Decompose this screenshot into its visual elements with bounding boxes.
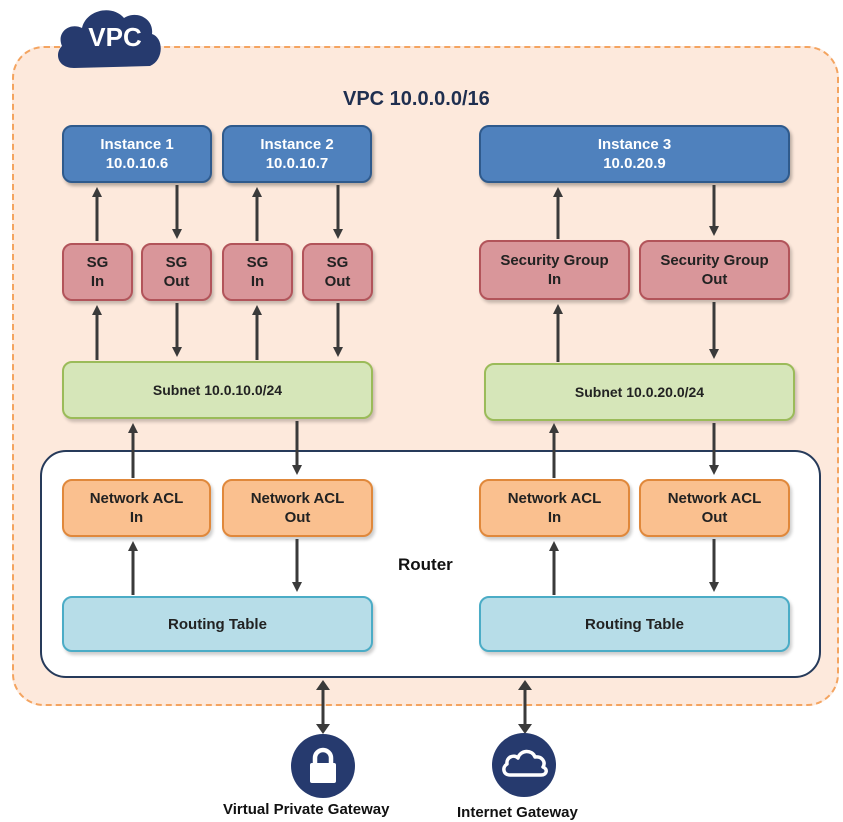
- acl-line2: Out: [284, 509, 311, 526]
- acl-line1: Network ACL: [507, 490, 602, 507]
- acl-line1: Network ACL: [89, 490, 184, 507]
- security-group-box: Security Group In: [479, 240, 630, 300]
- sg-line2: In: [90, 273, 105, 290]
- vpc-title: VPC 10.0.0.0/16: [343, 88, 490, 110]
- subnet-label: Subnet 10.0.20.0/24: [574, 383, 705, 400]
- security-group-box: SG Out: [302, 243, 373, 301]
- sg-line1: SG: [165, 254, 188, 271]
- instance-box: Instance 3 10.0.20.9: [479, 125, 790, 183]
- sg-line1: SG: [86, 254, 109, 271]
- instance-box: Instance 1 10.0.10.6: [62, 125, 212, 183]
- instance-box: Instance 2 10.0.10.7: [222, 125, 372, 183]
- network-acl-box: Network ACL Out: [222, 479, 373, 537]
- network-acl-box: Network ACL In: [62, 479, 211, 537]
- instance-ip: 10.0.20.9: [603, 155, 666, 172]
- security-group-box: SG In: [62, 243, 133, 301]
- network-acl-box: Network ACL In: [479, 479, 630, 537]
- gateway-label: Internet Gateway: [457, 804, 578, 821]
- sg-line1: Security Group: [500, 252, 609, 269]
- security-group-box: SG Out: [141, 243, 212, 301]
- acl-line2: In: [129, 509, 144, 526]
- sg-line1: SG: [326, 254, 349, 271]
- security-group-box: Security Group Out: [639, 240, 790, 300]
- instance-name: Instance 3: [597, 136, 672, 153]
- routing-table-box: Routing Table: [479, 596, 790, 652]
- instance-ip: 10.0.10.6: [105, 155, 169, 172]
- acl-line1: Network ACL: [667, 490, 762, 507]
- subnet-box: Subnet 10.0.20.0/24: [484, 363, 795, 421]
- vpc-badge-label: VPC: [88, 22, 142, 52]
- acl-line2: In: [547, 509, 562, 526]
- instance-name: Instance 1: [100, 136, 174, 153]
- network-acl-box: Network ACL Out: [639, 479, 790, 537]
- instance-ip: 10.0.10.7: [265, 155, 329, 172]
- acl-line2: Out: [701, 509, 728, 526]
- lock-icon: [291, 734, 355, 798]
- sg-line1: Security Group: [660, 252, 769, 269]
- acl-line1: Network ACL: [250, 490, 345, 507]
- routing-table-box: Routing Table: [62, 596, 373, 652]
- instance-name: Instance 2: [260, 136, 334, 153]
- vpc-cloud-icon: [58, 10, 161, 68]
- sg-line2: In: [250, 273, 265, 290]
- sg-line2: In: [547, 271, 562, 288]
- sg-line2: Out: [163, 273, 190, 290]
- sg-line2: Out: [324, 273, 351, 290]
- sg-line1: SG: [246, 254, 269, 271]
- gateway-label: Virtual Private Gateway: [223, 801, 390, 818]
- router-label: Router: [398, 555, 453, 574]
- cloud-icon: [492, 733, 556, 797]
- sg-line2: Out: [701, 271, 728, 288]
- security-group-box: SG In: [222, 243, 293, 301]
- subnet-box: Subnet 10.0.10.0/24: [62, 361, 373, 419]
- routing-table-label: Routing Table: [585, 615, 684, 633]
- routing-table-label: Routing Table: [168, 615, 267, 633]
- subnet-label: Subnet 10.0.10.0/24: [152, 381, 283, 398]
